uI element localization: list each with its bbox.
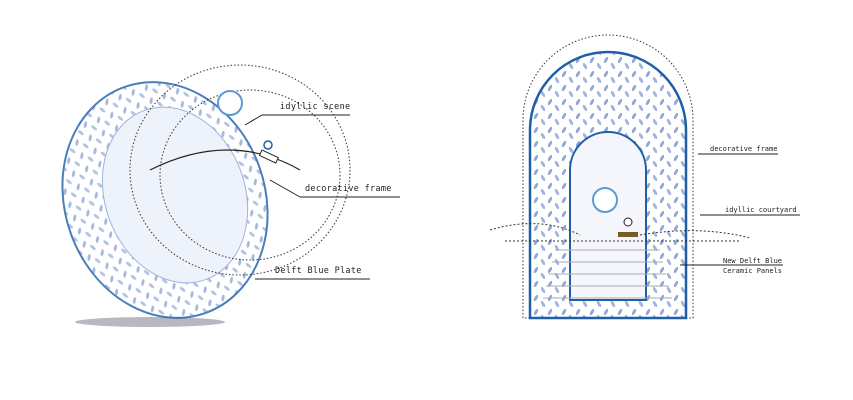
label-idyllic-courtyard: idyllic courtyard [725, 206, 797, 214]
tree-icon [217, 90, 243, 116]
stairs [543, 249, 672, 299]
person-icon [623, 217, 633, 227]
inner-arch-opening [569, 131, 647, 301]
delft-plate-illustration [61, 64, 351, 327]
arch-illustration [489, 34, 751, 320]
label-decorative-frame-right: decorative frame [710, 145, 777, 153]
hill-line [149, 149, 301, 171]
label-delft-blue-plate: Delft Blue Plate [275, 266, 362, 276]
label-decorative-frame: decorative frame [305, 184, 392, 194]
label-idyllic-scene: idyllic scene [280, 102, 350, 112]
plate-shadow [75, 317, 225, 327]
tree-icon [592, 187, 618, 213]
bench-icon [258, 149, 279, 164]
label-panels-line2: Ceramic Panels [723, 267, 782, 275]
label-panels-line1: New Delft Blue [723, 257, 782, 265]
bench-icon [618, 232, 638, 237]
person-icon [263, 140, 273, 150]
decorative-frame-outline [129, 64, 351, 276]
